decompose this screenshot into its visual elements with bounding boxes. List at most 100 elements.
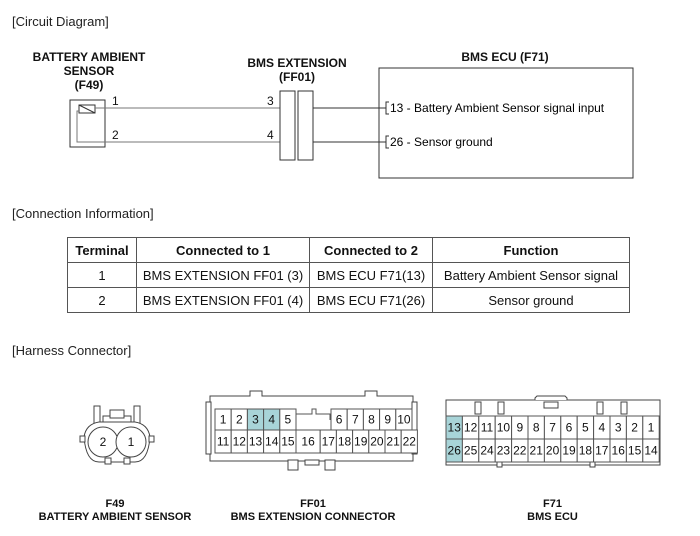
f71-pin-24-cell	[478, 438, 496, 463]
f71-pin-18: 18	[579, 444, 593, 458]
f71-pin-4-cell	[593, 415, 611, 440]
f71-pin-22: 22	[513, 444, 527, 458]
ff01-code: FF01	[300, 498, 326, 510]
ecu-pin-13-label: 13 - Battery Ambient Sensor signal input	[390, 101, 605, 115]
ff01-pin-8-cell	[362, 408, 381, 431]
ff01-pin-16: 16	[301, 435, 315, 449]
f71-pin-8: 8	[533, 421, 540, 435]
ff01-pin-3-cell	[246, 408, 265, 431]
extension-connector-right	[297, 90, 314, 161]
ff01-pin-18-cell	[335, 429, 354, 454]
ff01-pin-15: 15	[281, 435, 295, 449]
f71-pin-9: 9	[516, 421, 523, 435]
cell-function: Sensor ground	[432, 287, 630, 313]
sensor-title-line1: BATTERY AMBIENT	[32, 50, 146, 64]
ff01-pin-10: 10	[397, 413, 411, 427]
sensor-title-line3: (F49)	[74, 78, 104, 92]
ff01-pin-20-cell	[368, 429, 386, 454]
f71-pin-4: 4	[598, 421, 605, 435]
table-header-row: Terminal Connected to 1 Connected to 2 F…	[67, 237, 630, 263]
ff01-pin-15-cell	[279, 429, 297, 454]
ff01-pin-8: 8	[368, 413, 375, 427]
cell-terminal: 1	[67, 262, 137, 288]
cell-connected-1: BMS EXTENSION FF01 (4)	[136, 287, 310, 313]
f71-pin-8-cell	[527, 415, 545, 440]
f71-pin-15-cell	[625, 438, 644, 463]
ff01-pin-5: 5	[285, 413, 292, 427]
ff01-pin-4: 4	[268, 413, 275, 427]
f71-pin-14: 14	[644, 444, 658, 458]
sensor-pin-2: 2	[112, 128, 119, 142]
connection-table: Terminal Connected to 1 Connected to 2 F…	[67, 237, 630, 313]
f71-pin-12-cell	[461, 415, 480, 440]
f71-pin-11: 11	[481, 421, 494, 435]
ff01-pin-11: 11	[217, 435, 230, 449]
ff01-pin-6: 6	[336, 413, 343, 427]
ff01-pin-19-cell	[352, 429, 370, 454]
ecu-pin-26-bracket	[385, 135, 389, 149]
thermistor-slash	[78, 104, 96, 114]
connection-info-title: [Connection Information]	[12, 206, 154, 221]
ff01-key	[295, 408, 331, 420]
sensor-inner-wire	[76, 110, 105, 143]
f49-pin-2: 2	[100, 435, 107, 449]
f71-pin-2: 2	[631, 421, 638, 435]
f71-pin-19: 19	[562, 444, 576, 458]
ff01-pin-13-cell	[246, 429, 265, 454]
f49-caption: F49 BATTERY AMBIENT SENSOR	[30, 498, 200, 524]
ff01-pin-9: 9	[384, 413, 391, 427]
extension-pin-4: 4	[267, 128, 274, 142]
ff01-pin-10-cell	[395, 408, 413, 431]
ff01-caption: FF01 BMS EXTENSION CONNECTOR	[218, 498, 408, 524]
f71-pin-21-cell	[527, 438, 545, 463]
cell-connected-1: BMS EXTENSION FF01 (3)	[136, 262, 310, 288]
ecu-pin-13-bracket	[385, 101, 389, 115]
ff01-pin-7: 7	[352, 413, 359, 427]
ecu-title: BMS ECU (F71)	[461, 50, 549, 64]
extension-title-line1: BMS EXTENSION	[247, 56, 347, 70]
f49-connector	[79, 405, 155, 465]
ff01-pin-11-cell	[214, 429, 232, 454]
f71-pin-3: 3	[615, 421, 622, 435]
f71-pin-16-cell	[609, 438, 627, 463]
extension-connector-left	[279, 90, 296, 161]
ff01-pin-21: 21	[386, 435, 400, 449]
f71-pin-17-cell	[593, 438, 611, 463]
f49-code: F49	[105, 498, 125, 510]
harness-connector-title: [Harness Connector]	[12, 343, 132, 358]
f71-pin-5: 5	[582, 421, 589, 435]
f71-pin-20-cell	[543, 438, 562, 463]
ff01-pin-12: 12	[233, 435, 247, 449]
sensor-title: BATTERY AMBIENT SENSOR (F49)	[14, 50, 164, 92]
ff01-pin-17-cell	[319, 429, 337, 454]
f71-pin-26-cell	[445, 438, 463, 463]
ff01-name: BMS EXTENSION CONNECTOR	[230, 511, 396, 523]
extension-title: BMS EXTENSION (FF01)	[222, 56, 372, 84]
header-function: Function	[432, 237, 630, 263]
f71-pin-10: 10	[497, 421, 511, 435]
ff01-pin-22-cell	[400, 429, 418, 454]
ecu-box	[378, 67, 634, 179]
ff01-pin-19: 19	[354, 435, 368, 449]
f71-pin-7: 7	[549, 421, 556, 435]
f71-pin-5-cell	[576, 415, 595, 440]
f49-name: BATTERY AMBIENT SENSOR	[38, 511, 192, 523]
ff01-pin-7-cell	[346, 408, 364, 431]
ff01-pin-2: 2	[236, 413, 243, 427]
f71-pin-12: 12	[464, 421, 478, 435]
f71-pin-24: 24	[480, 444, 494, 458]
f71-pin-19-cell	[560, 438, 578, 463]
f71-pin-6-cell	[560, 415, 578, 440]
f71-pin-22-cell	[511, 438, 529, 463]
cell-connected-2: BMS ECU F71(26)	[309, 287, 433, 313]
f71-name: BMS ECU	[527, 511, 578, 523]
ff01-pin-9-cell	[379, 408, 397, 431]
f71-pin-1: 1	[648, 421, 655, 435]
f71-pin-17: 17	[595, 444, 609, 458]
f71-pin-20: 20	[546, 444, 560, 458]
ff01-pin-2-cell	[230, 408, 248, 431]
f71-pin-15: 15	[628, 444, 642, 458]
ff01-pin-18: 18	[338, 435, 352, 449]
